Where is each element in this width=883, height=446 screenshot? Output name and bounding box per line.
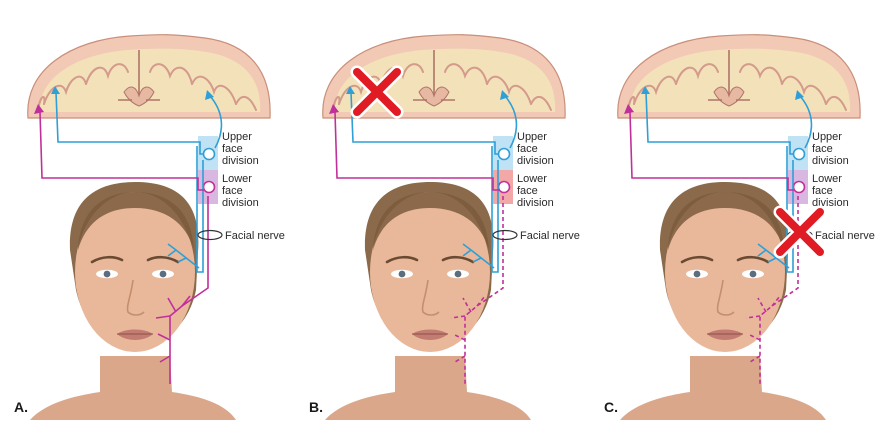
brain-section bbox=[28, 35, 270, 118]
facial-nerve-ring bbox=[198, 231, 222, 240]
lower-division-label: face bbox=[517, 185, 538, 197]
lower-left-tract bbox=[40, 112, 204, 190]
face-illustration bbox=[620, 182, 826, 420]
iris-left bbox=[399, 271, 406, 278]
upper-division-label: face bbox=[812, 143, 833, 155]
upper-division-label: division bbox=[222, 155, 259, 167]
upper-nucleus bbox=[499, 149, 510, 160]
neck-shoulders bbox=[620, 356, 826, 420]
facial-nerve-label: Facial nerve bbox=[520, 230, 580, 242]
lower-division-label: face bbox=[222, 185, 243, 197]
lower-left-tract bbox=[335, 112, 499, 190]
iris-right bbox=[160, 271, 167, 278]
lower-left-tract bbox=[630, 112, 794, 190]
lower-division-label: Lower bbox=[517, 173, 547, 185]
upper-division-label: Upper bbox=[222, 131, 252, 143]
iris-right bbox=[750, 271, 757, 278]
panel-drawing: UpperfacedivisionLowerfacedivisionFacial… bbox=[590, 0, 883, 441]
panel-letter: C. bbox=[604, 399, 618, 415]
lower-division-label: division bbox=[222, 197, 259, 209]
panel-drawing: UpperfacedivisionLowerfacedivisionFacial… bbox=[0, 0, 294, 441]
lower-nucleus bbox=[794, 182, 805, 193]
panel-letter: A. bbox=[14, 399, 28, 415]
face-illustration bbox=[30, 182, 236, 420]
upper-nucleus bbox=[794, 149, 805, 160]
facial-nerve-ring bbox=[493, 231, 517, 240]
upper-division-label: division bbox=[517, 155, 554, 167]
upper-division-label: face bbox=[517, 143, 538, 155]
upper-division-label: Upper bbox=[812, 131, 842, 143]
neck-shoulders bbox=[325, 356, 531, 420]
lower-division-label: Lower bbox=[222, 173, 252, 185]
face-illustration bbox=[325, 182, 531, 420]
facial-nerve-label: Facial nerve bbox=[815, 230, 875, 242]
panel-letter: B. bbox=[309, 399, 323, 415]
panel-a: UpperfacedivisionLowerfacedivisionFacial… bbox=[0, 0, 294, 441]
panel-drawing: UpperfacedivisionLowerfacedivisionFacial… bbox=[295, 0, 589, 441]
upper-division-label: face bbox=[222, 143, 243, 155]
lower-division-label: division bbox=[517, 197, 554, 209]
upper-division-label: Upper bbox=[517, 131, 547, 143]
facial-nerve-label: Facial nerve bbox=[225, 230, 285, 242]
lower-division-label: face bbox=[812, 185, 833, 197]
neck-shoulders bbox=[30, 356, 236, 420]
upper-nucleus bbox=[204, 149, 215, 160]
upper-division-label: division bbox=[812, 155, 849, 167]
lower-division-label: Lower bbox=[812, 173, 842, 185]
brain-section bbox=[618, 35, 860, 118]
lower-nucleus bbox=[499, 182, 510, 193]
iris-right bbox=[455, 271, 462, 278]
lower-nucleus bbox=[204, 182, 215, 193]
iris-left bbox=[104, 271, 111, 278]
iris-left bbox=[694, 271, 701, 278]
